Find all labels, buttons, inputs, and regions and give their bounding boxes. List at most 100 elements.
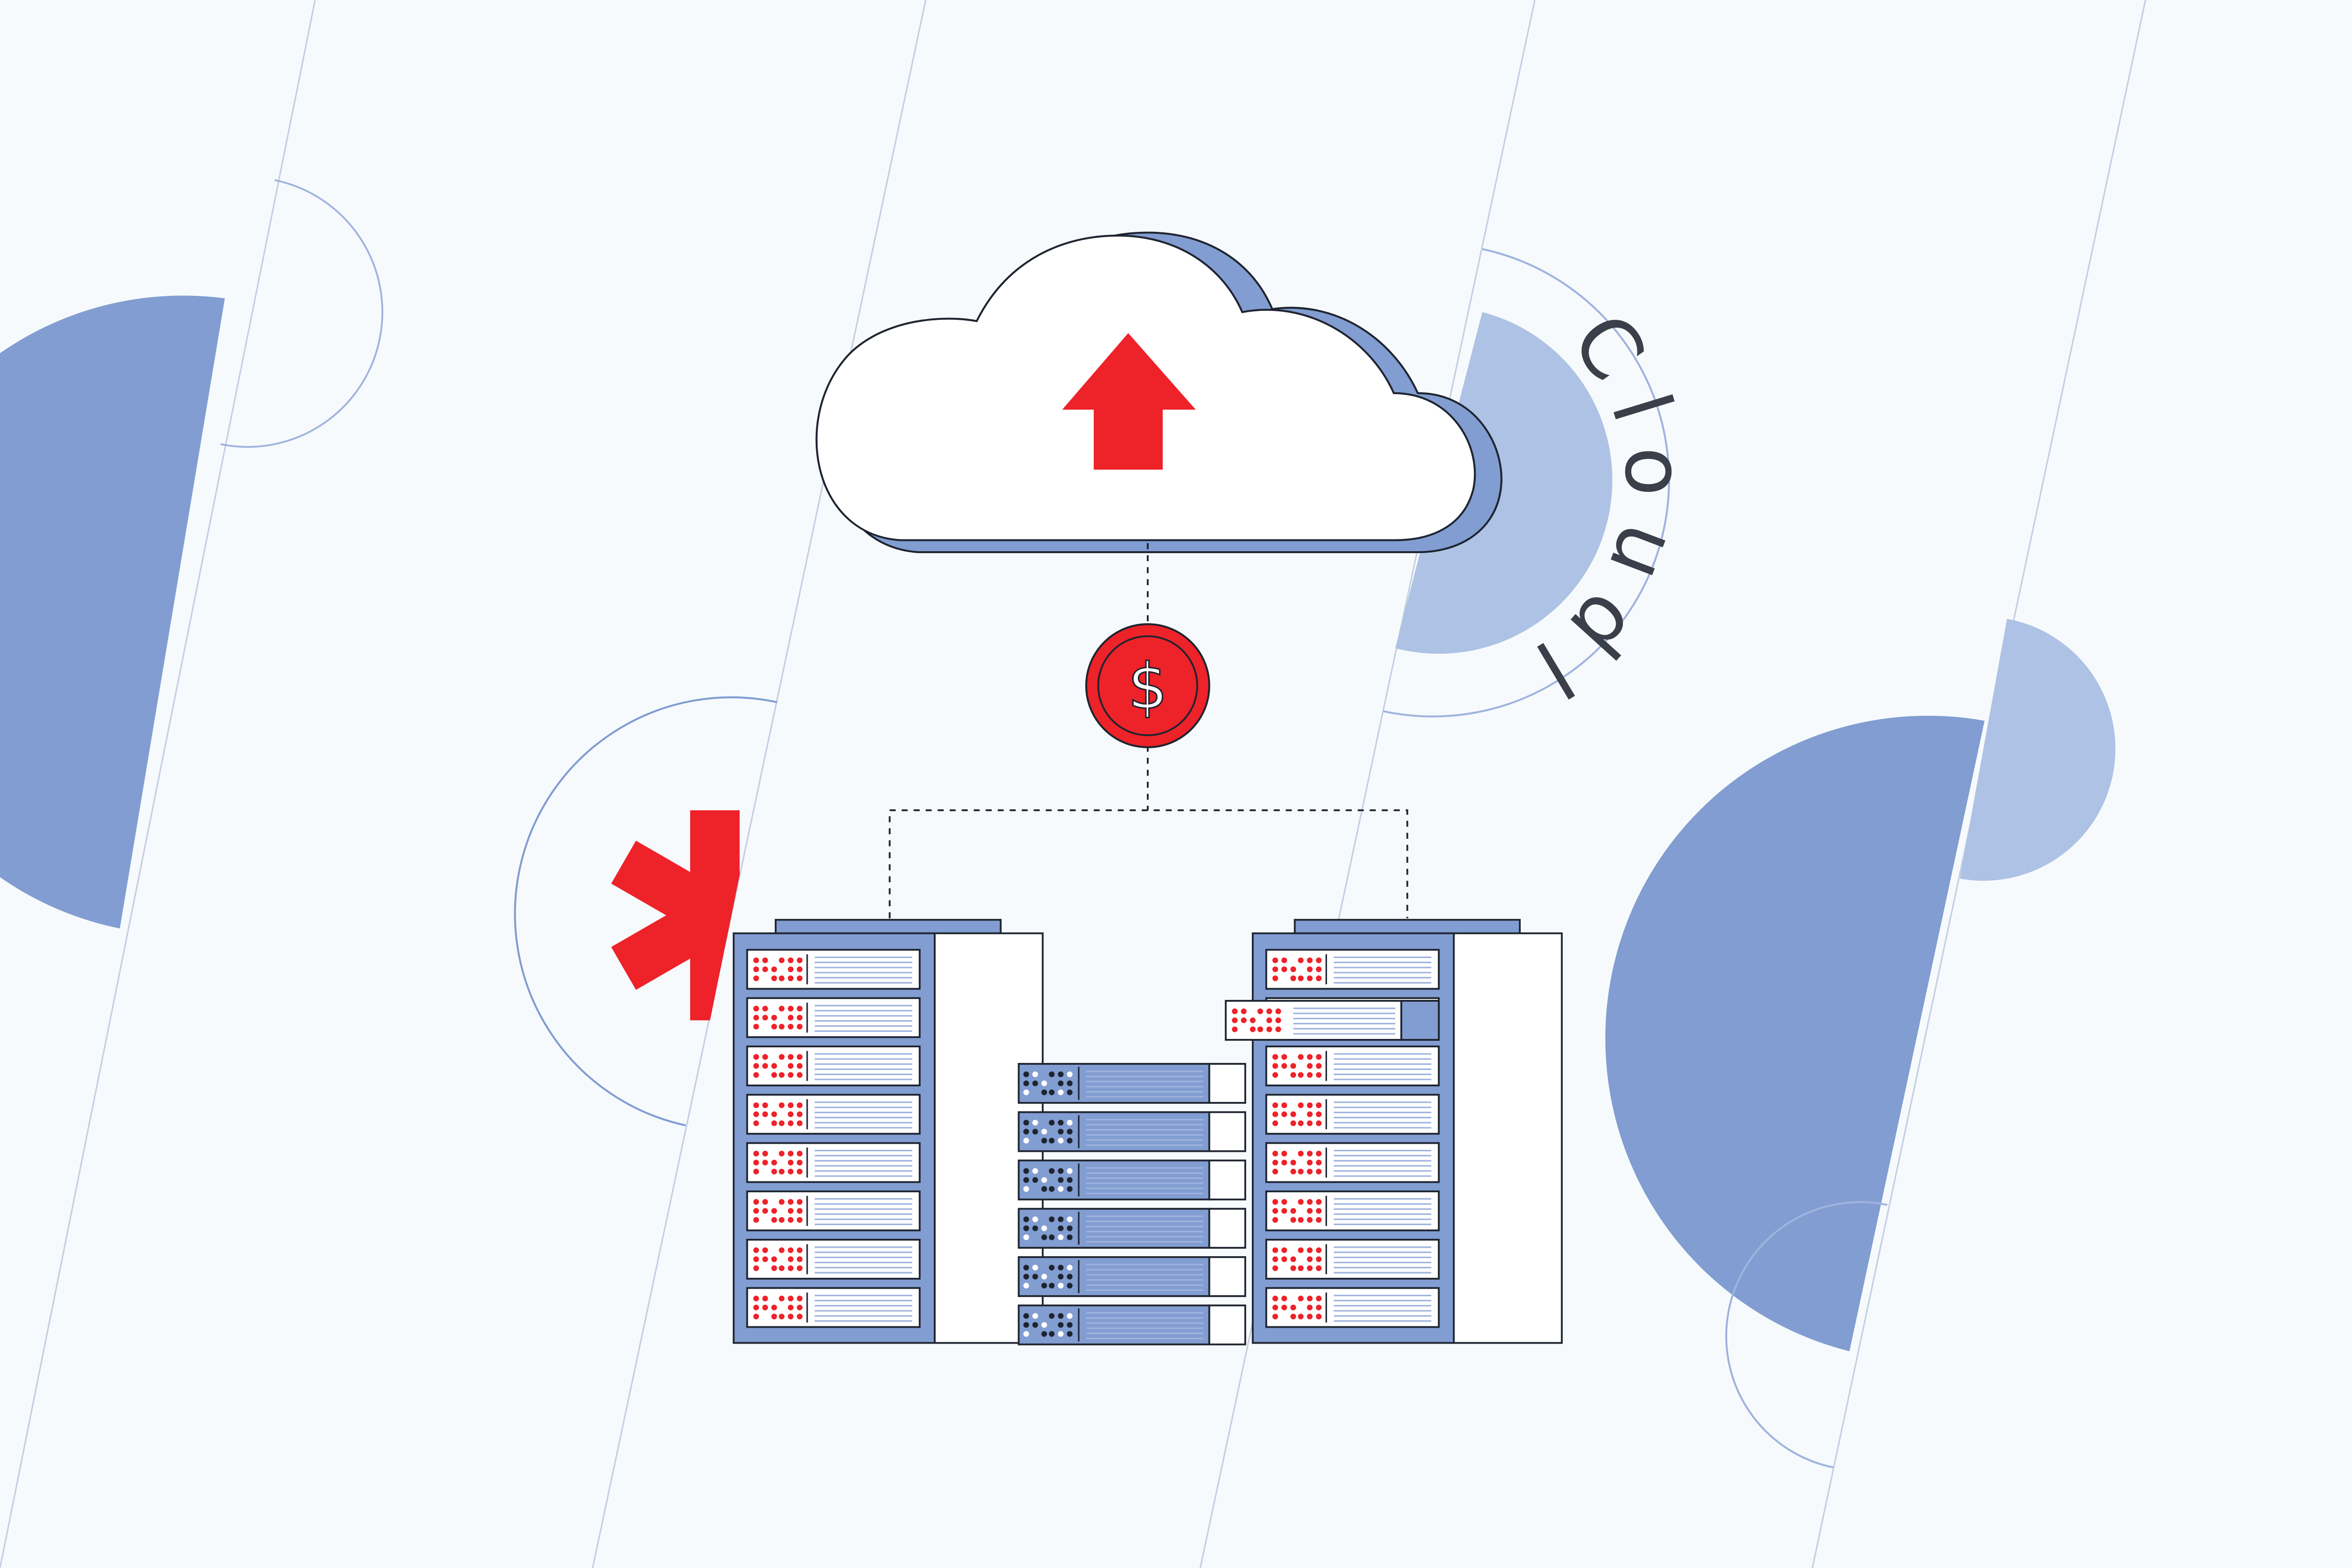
indicator-light (753, 1072, 759, 1078)
indicator-light (1281, 1159, 1287, 1166)
indicator-light (1281, 1199, 1287, 1205)
indicator-light (1272, 1159, 1279, 1166)
server-unit (1265, 949, 1440, 990)
indicator-light (1316, 1199, 1322, 1205)
indicator-light (796, 957, 803, 963)
indicator-light (1057, 1129, 1064, 1135)
indicator-light (1281, 1150, 1287, 1156)
unit-side (1208, 1063, 1247, 1104)
indicator-light (753, 1159, 759, 1166)
indicator-light (796, 1256, 803, 1262)
right-top-outline-arc (1383, 248, 1670, 718)
indicator-light (1032, 1322, 1038, 1328)
indicator-light (779, 1150, 785, 1156)
indicator-light (1250, 1026, 1256, 1032)
indicator-light (1298, 1314, 1304, 1320)
indicator-light (1281, 957, 1287, 963)
indicator-light (796, 1023, 803, 1029)
unit-side (1208, 1304, 1247, 1346)
indicator-light (1266, 1008, 1272, 1014)
indicator-light (796, 1150, 803, 1156)
indicator-light (753, 1169, 759, 1175)
server-unit (1017, 1208, 1247, 1249)
indicator-light (753, 1199, 759, 1205)
unit-side (1208, 1111, 1247, 1152)
indicator-light (787, 1265, 794, 1271)
indicator-light (779, 1217, 785, 1223)
indicator-light (1057, 1120, 1064, 1126)
server-unit (746, 1142, 921, 1183)
indicator-light (1023, 1331, 1029, 1337)
indicator-light (1066, 1080, 1073, 1086)
indicator-light (1307, 1305, 1313, 1311)
indicator-light (1049, 1265, 1055, 1271)
indicator-light (1316, 1150, 1322, 1156)
indicator-light (1281, 1295, 1287, 1302)
indicator-light (1041, 1274, 1047, 1280)
indicator-light (1281, 1208, 1287, 1214)
indicator-light (1316, 1314, 1322, 1320)
indicator-light (787, 1063, 794, 1069)
indicator-light (753, 1208, 759, 1214)
indicator-light (779, 1247, 785, 1253)
indicator-light (1057, 1234, 1064, 1240)
indicator-light (1257, 1026, 1263, 1032)
indicator-light (753, 1295, 759, 1302)
indicator-light (1298, 1265, 1304, 1271)
indicator-light (753, 957, 759, 963)
indicator-light (1316, 1063, 1322, 1069)
indicator-light (1023, 1071, 1029, 1077)
indicator-light (796, 1217, 803, 1223)
indicator-light (1290, 1159, 1296, 1166)
indicator-light (753, 1006, 759, 1012)
indicator-light (1066, 1225, 1073, 1231)
indicator-light (787, 1295, 794, 1302)
indicator-light (1041, 1138, 1047, 1144)
indicator-light (796, 1111, 803, 1117)
indicator-light (1316, 1159, 1322, 1166)
indicator-light (1032, 1168, 1038, 1174)
indicator-light (1298, 957, 1304, 963)
indicator-light (1049, 1234, 1055, 1240)
indicator-light (771, 1120, 777, 1126)
indicator-light (1307, 1111, 1313, 1117)
indicator-light (771, 1305, 777, 1311)
indicator-light (753, 1014, 759, 1021)
indicator-light (1275, 1017, 1281, 1023)
indicator-light (762, 1063, 768, 1069)
indicator-light (1049, 1216, 1055, 1222)
indicator-light (1023, 1089, 1029, 1095)
indicator-light (787, 1120, 794, 1126)
indicator-light (1307, 1150, 1313, 1156)
indicator-light (1272, 1265, 1279, 1271)
pulled-out-server-unit (1224, 1000, 1440, 1041)
server-unit (746, 1190, 921, 1232)
indicator-light (1272, 1150, 1279, 1156)
indicator-light (1298, 1120, 1304, 1126)
indicator-light (1298, 1072, 1304, 1078)
indicator-light (1290, 1256, 1296, 1262)
indicator-light (1290, 1305, 1296, 1311)
indicator-light (762, 1054, 768, 1060)
indicator-light (1307, 1159, 1313, 1166)
indicator-light (787, 1006, 794, 1012)
indicator-light (1057, 1283, 1064, 1289)
server-unit (1265, 1093, 1440, 1135)
indicator-light (1316, 1111, 1322, 1117)
indicator-light (762, 1305, 768, 1311)
indicator-light (1272, 966, 1279, 973)
indicator-light (1281, 1111, 1287, 1117)
indicator-light (1298, 1169, 1304, 1175)
indicator-light (796, 1102, 803, 1109)
rack-top (775, 919, 1002, 934)
indicator-light (1290, 1217, 1296, 1223)
indicator-light (796, 1120, 803, 1126)
indicator-light (762, 1208, 768, 1214)
indicator-light (1272, 1305, 1279, 1311)
indicator-light (1066, 1331, 1073, 1337)
indicator-light (787, 1256, 794, 1262)
indicator-light (1049, 1331, 1055, 1337)
server-unit (1017, 1304, 1247, 1346)
indicator-light (779, 1072, 785, 1078)
indicator-light (787, 1159, 794, 1166)
